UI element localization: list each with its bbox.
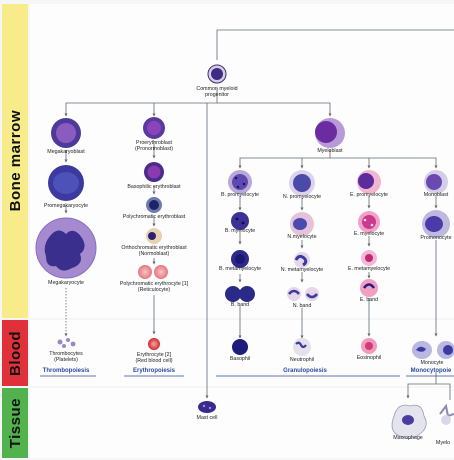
- macrophage-cell: [391, 404, 427, 439]
- promonocyte-cell: [422, 210, 450, 238]
- thrombocytes-label: Thrombocytes(Platelets): [49, 351, 83, 364]
- promonocyte-label: Promonocyte: [420, 235, 452, 241]
- b-promyelocyte-cell: [228, 170, 252, 194]
- n-metamyelocyte-label: N. metamyelocyte: [280, 267, 324, 273]
- b-myelocyte-cell: [231, 212, 249, 230]
- e-myelocyte-label: E. myelocyte: [353, 231, 385, 237]
- polychromatic-erythroblast-cell: [146, 197, 162, 213]
- granulopoiesis-label: Granulopoiesis: [283, 368, 327, 374]
- monoblast-label: Monoblast: [423, 192, 449, 198]
- n-band-cell: [287, 287, 319, 301]
- polychromatic-erythrocyte-cell: [138, 265, 168, 279]
- promegakaryocyte-cell: [48, 165, 84, 201]
- megakaryocyte-label: Megakaryocyte: [48, 280, 84, 286]
- blood-band: Blood: [2, 320, 28, 386]
- tissue-band: Tissue: [2, 388, 28, 458]
- b-band-cell: [225, 286, 255, 302]
- basophilic-erythroblast-label: Basophilic erythroblast: [127, 184, 181, 190]
- neutrophil-cell: [293, 338, 311, 356]
- promegakaryocyte-label: Promegakaryocyte: [43, 203, 89, 209]
- b-metamyelocyte-label: B. metamyelocyte: [218, 266, 262, 272]
- proerythroblast-cell: [143, 117, 165, 139]
- b-myelocyte-label: B. myelocyte: [224, 228, 256, 234]
- n-myelocyte-label: N.myelocyte: [287, 234, 317, 240]
- n-band-label: N. band: [292, 303, 312, 309]
- myeloblast-label: Myeloblast: [317, 148, 343, 154]
- b-band-label: B. band: [230, 302, 250, 308]
- orthochromatic-erythroblast-cell: [146, 228, 162, 244]
- n-myelocyte-cell: [290, 212, 314, 236]
- myeloid-dendritic-label: Myelo: [435, 440, 451, 446]
- polychromatic-erythrocyte-label: Polychromatic erythrocyte [1](Reticulocy…: [119, 281, 189, 294]
- thrombopoiesis-label: Thrombopoiesis: [42, 368, 90, 374]
- basophil-label: Basophil: [229, 356, 251, 362]
- n-promyelocyte-label: N. promyelocyte: [282, 194, 322, 200]
- bone-marrow-band: Bone marrow: [2, 4, 28, 318]
- basophilic-erythroblast-cell: [144, 162, 164, 182]
- e-promyelocyte-label: E. promyelocyte: [350, 192, 388, 198]
- thrombocytes-cell: [57, 338, 76, 348]
- orthochromatic-erythroblast-label: Orthochromatic erythroblast(Normoblast): [121, 245, 187, 258]
- b-promyelocyte-label: B. promyelocyte: [221, 192, 259, 198]
- n-promyelocyte-cell: [289, 170, 315, 196]
- erythropoiesis-label: Erythropoiesis: [132, 368, 176, 374]
- tissue-panel: [30, 388, 454, 458]
- monocyte-label: Monocyte: [420, 360, 444, 366]
- e-band-cell: [360, 279, 378, 297]
- myeloblast-cell: [315, 118, 345, 148]
- basophil-cell: [232, 339, 248, 355]
- eosinophil-label: Eosinophil: [356, 355, 382, 361]
- megakaryoblast-cell: [51, 118, 81, 148]
- polychromatic-erythroblast-label: Polychromatic erythroblast: [122, 214, 186, 220]
- monocyte-cell: [412, 341, 454, 359]
- megakaryoblast-label: Megakaryoblast: [47, 149, 85, 155]
- e-metamyelocyte-label: E. metamyelocyte: [347, 266, 391, 272]
- monocytopoiesis-label: Monocytopoie: [410, 368, 452, 374]
- eosinophil-cell: [361, 338, 377, 354]
- myeloid-dendritic-cell: [439, 403, 454, 425]
- erythrocyte-label: Erythrocyte [2](Red blood cell): [135, 352, 173, 365]
- n-metamyelocyte-cell: [294, 252, 310, 268]
- proerythroblast-label: Proerythroblast(Pronormoblast): [135, 140, 173, 153]
- macrophage-label: Macrophage: [393, 435, 423, 441]
- e-myelocyte-cell: [358, 211, 380, 233]
- neutrophil-label: Neutrophil: [289, 357, 315, 363]
- megakaryocyte-cell: [35, 217, 97, 279]
- e-promyelocyte-cell: [357, 170, 381, 194]
- e-band-label: E. band: [359, 297, 379, 303]
- mast-cell-label: Mast cell: [196, 415, 218, 421]
- monoblast-cell: [424, 170, 448, 194]
- b-metamyelocyte-cell: [231, 250, 249, 268]
- common-myeloid-progenitor-cell: [207, 64, 227, 84]
- erythrocyte-cell: [148, 338, 160, 350]
- mast-cell: [198, 401, 216, 413]
- e-metamyelocyte-cell: [361, 250, 377, 266]
